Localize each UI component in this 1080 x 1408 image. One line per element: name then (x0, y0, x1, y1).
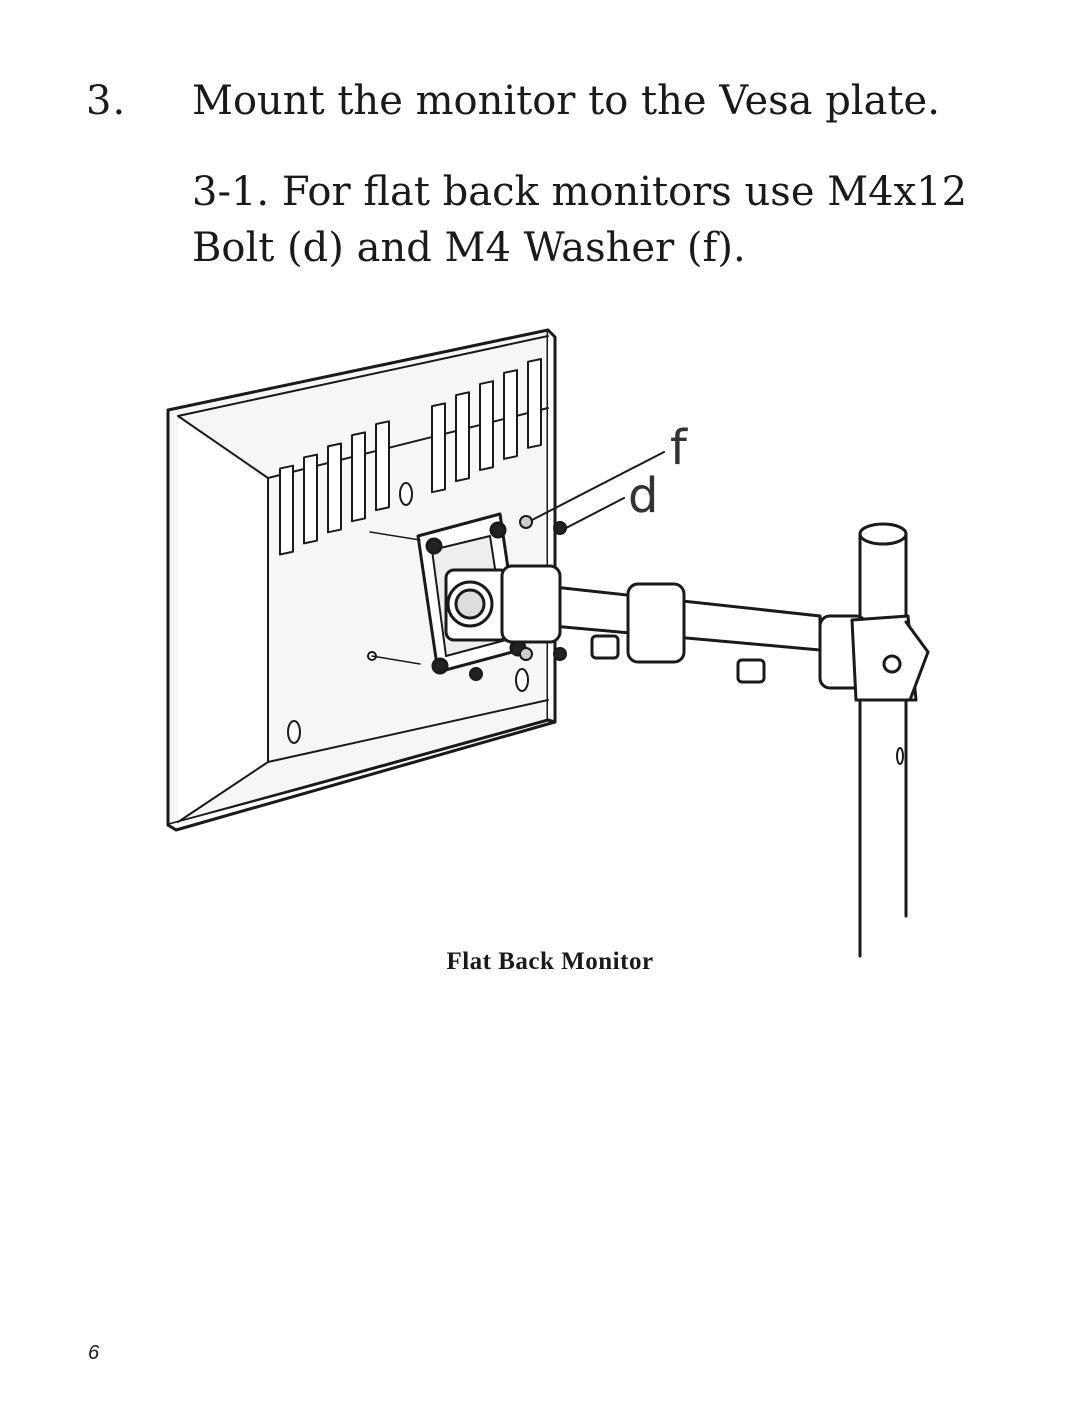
pole-clamp (850, 614, 930, 702)
step-title: Mount the monitor to the Vesa plate. (192, 78, 940, 124)
mount-arm (500, 564, 868, 690)
monitor-back (166, 328, 557, 832)
step-number: 3. (86, 78, 127, 124)
figure-caption: Flat Back Monitor (446, 948, 654, 975)
monitor-vents (279, 357, 542, 556)
monitor-holes (287, 482, 529, 744)
callout-washer-label: f (670, 420, 688, 476)
callout-lines (531, 451, 665, 529)
pole (858, 522, 908, 958)
monitor-mount-figure: f d (0, 300, 1080, 980)
page-number: 6 (88, 1342, 100, 1364)
callout-bolt-label: d (628, 468, 658, 524)
tilt-head (444, 568, 510, 642)
substep-text: 3-1. For flat back monitors use M4x12 Bo… (192, 169, 968, 271)
monitor-arm-illustration: f d (166, 328, 930, 958)
